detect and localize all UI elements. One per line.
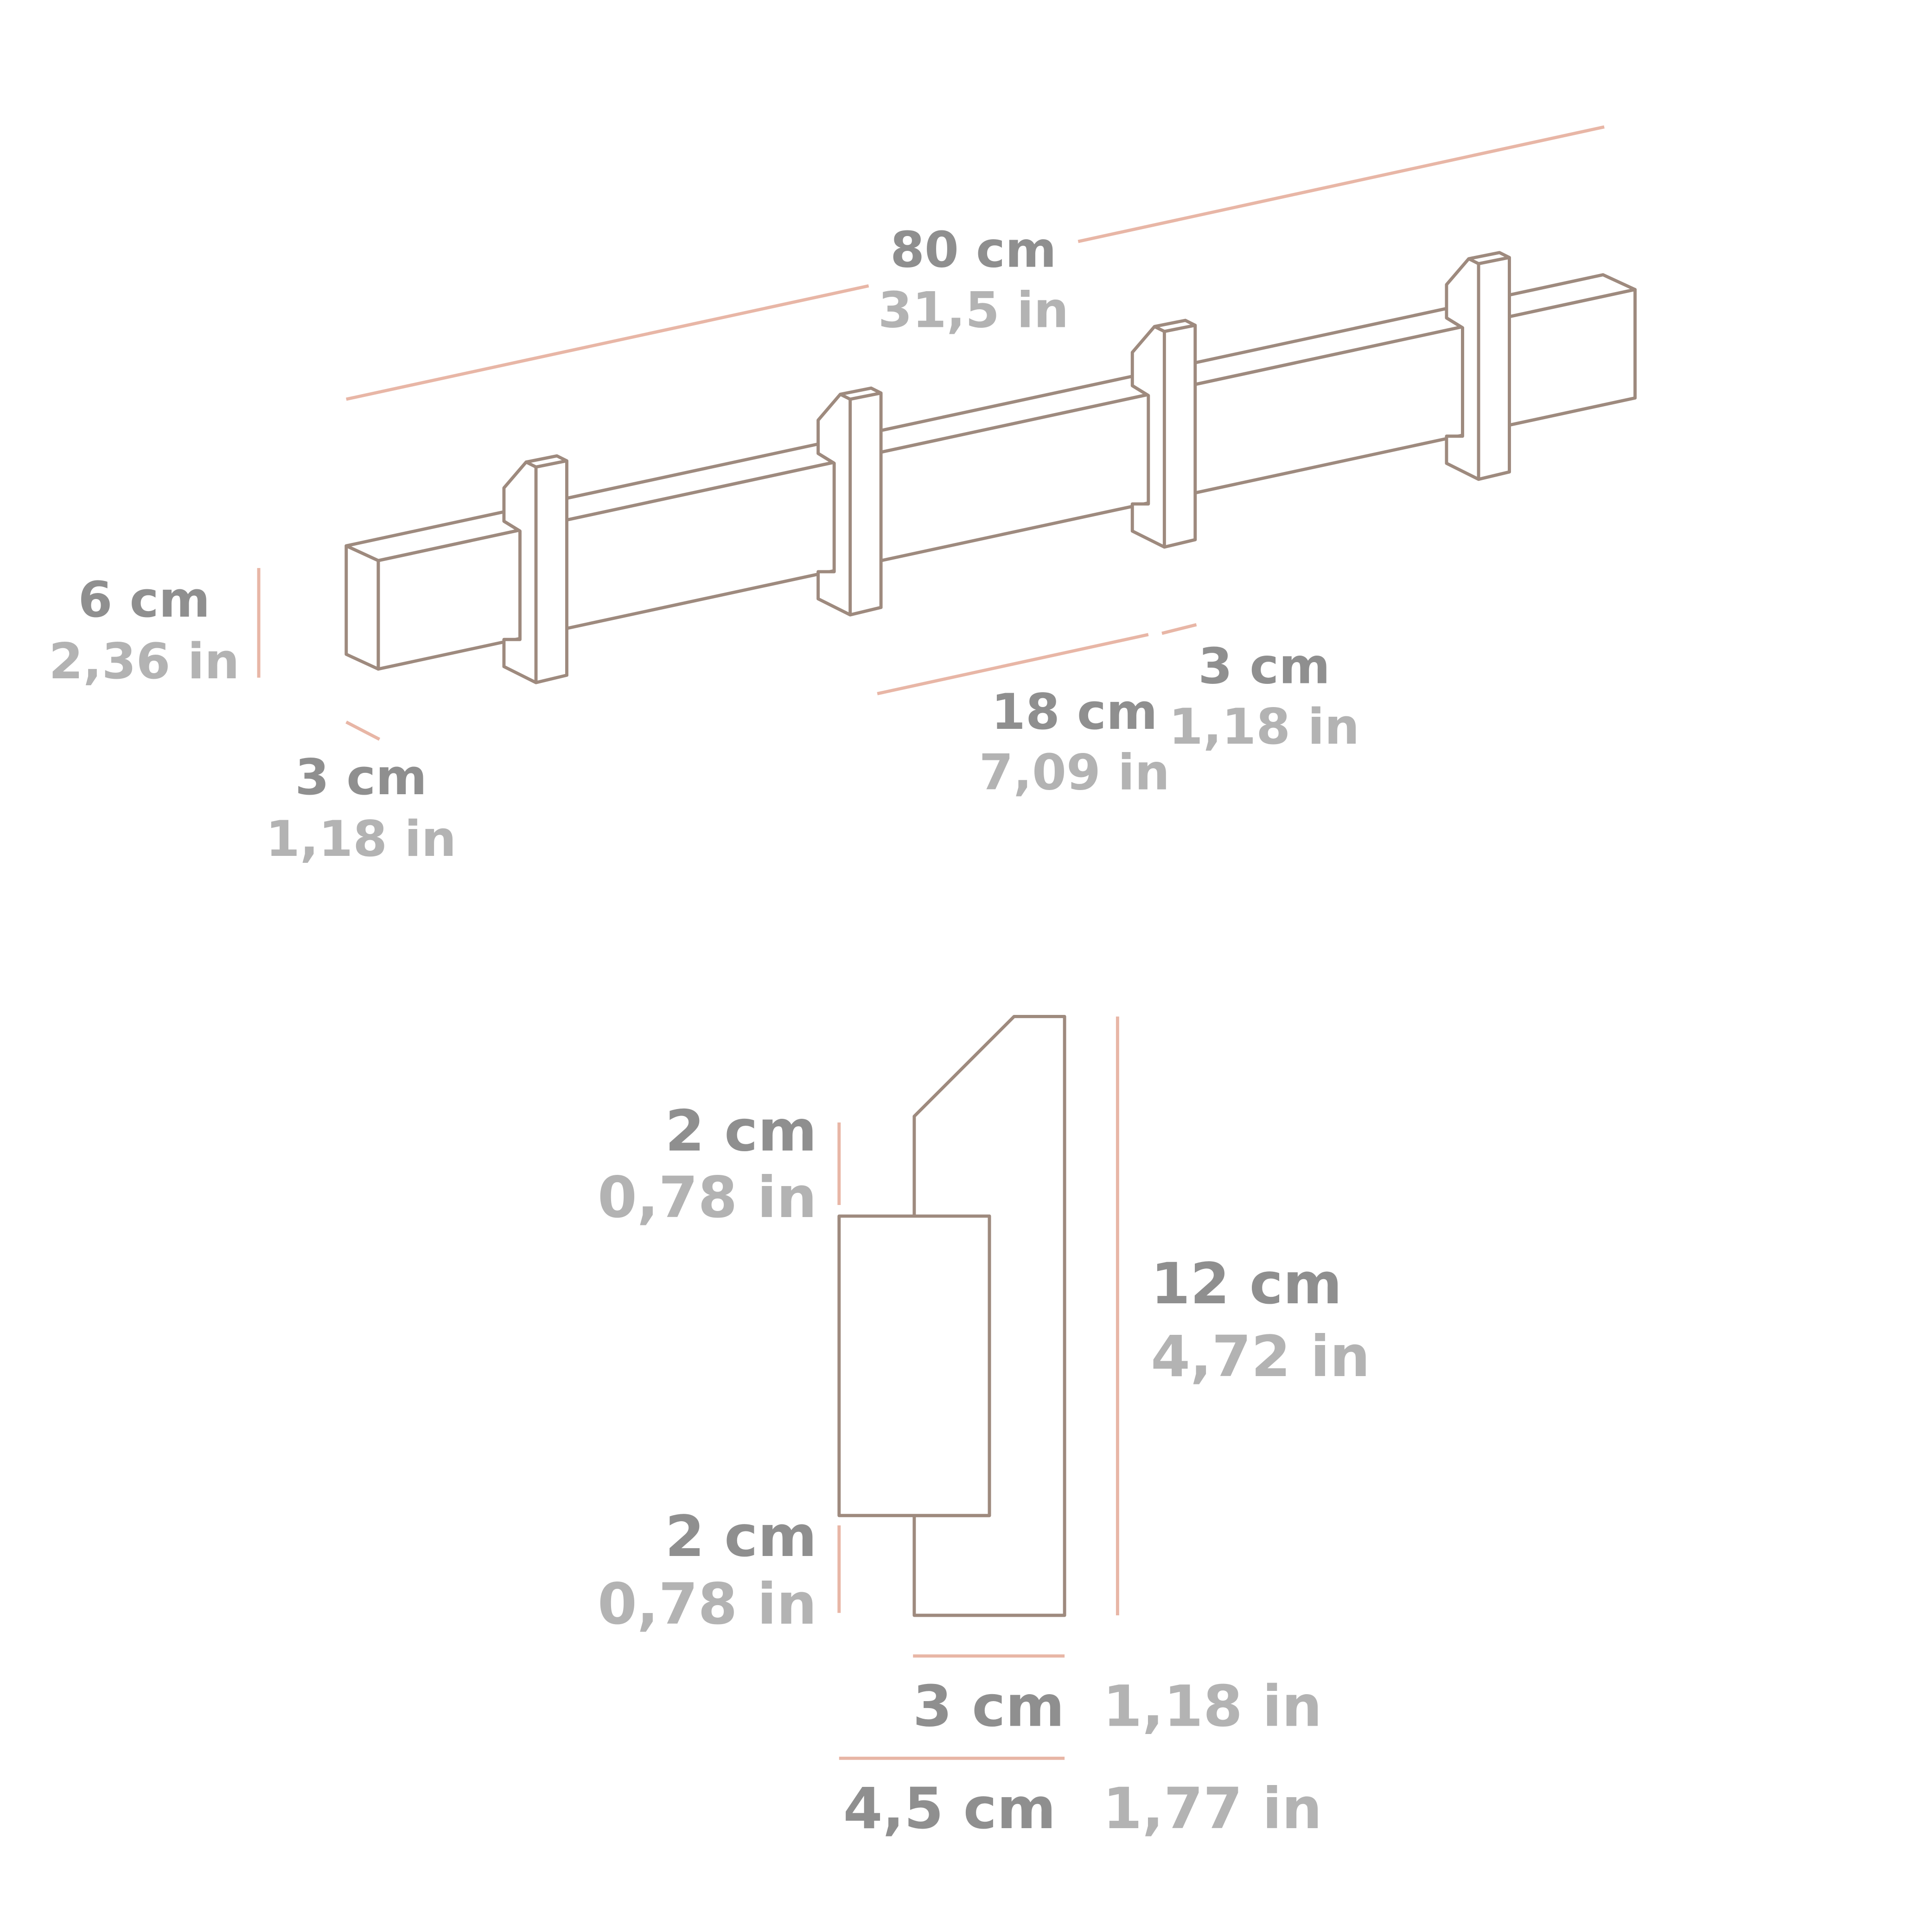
height-in: 2,36 in xyxy=(49,633,239,690)
hook-height-in: 4,72 in xyxy=(1151,1324,1370,1390)
bottom-offset-in: 0,78 in xyxy=(598,1571,817,1637)
hook-height-cm: 12 cm xyxy=(1151,1251,1342,1317)
hook-side-width-in: 1,18 in xyxy=(1103,1674,1322,1740)
top-offset-in: 0,78 in xyxy=(598,1165,817,1231)
total-depth-in: 1,77 in xyxy=(1103,1776,1322,1842)
height-cm: 6 cm xyxy=(78,571,210,629)
spacing-dimension-line xyxy=(877,633,1149,695)
rail xyxy=(344,273,1637,671)
hook-width-dimension-line xyxy=(1161,623,1197,635)
spacing-in: 7,09 in xyxy=(979,744,1170,801)
length-cm: 80 cm xyxy=(890,221,1057,279)
hook-side-width-cm: 3 cm xyxy=(913,1674,1065,1740)
length-dimension-line-right xyxy=(1078,125,1605,243)
bottom-offset-cm: 2 cm xyxy=(665,1504,817,1569)
depth-in: 1,18 in xyxy=(266,810,456,868)
hook-width-in: 1,18 in xyxy=(1169,698,1359,756)
length-in: 31,5 in xyxy=(878,282,1069,339)
hook-width-cm: 3 cm xyxy=(1198,638,1330,695)
total-depth-cm: 4,5 cm xyxy=(843,1776,1056,1842)
hook-side-view xyxy=(837,1015,1066,1617)
depth-dimension-line xyxy=(345,721,381,741)
length-dimension-line-left xyxy=(346,284,869,401)
spacing-cm: 18 cm xyxy=(991,683,1158,741)
top-offset-cm: 2 cm xyxy=(665,1098,817,1164)
depth-cm: 3 cm xyxy=(295,749,427,806)
